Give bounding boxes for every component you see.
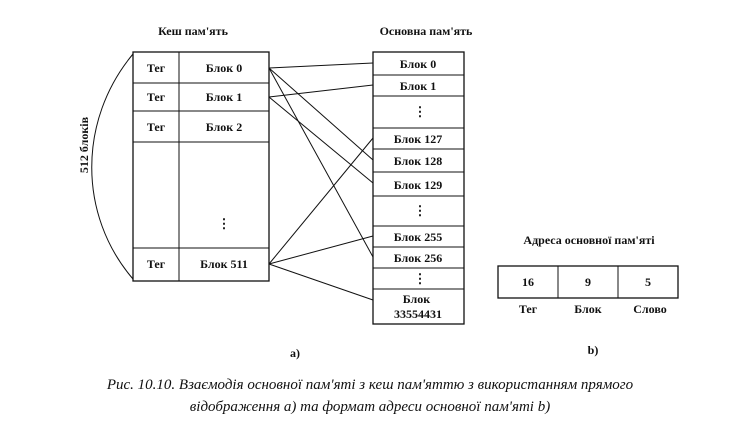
mem-block-127: Блок 127 xyxy=(394,132,442,146)
address-tag-label: Тег xyxy=(519,302,538,316)
main-memory: Основна пам'ять Блок 0 Блок 1 ⋮ Блок 127… xyxy=(372,24,473,325)
cache-block-2: Блок 2 xyxy=(206,120,242,134)
mem-ellipsis-2: ⋮ xyxy=(414,203,427,218)
panel-label-b: b) xyxy=(588,343,599,357)
mapping-lines xyxy=(268,62,374,301)
cache-memory: Кеш пам'ять Тег Блок 0 Тег Блок 1 Тег Бл… xyxy=(77,24,270,282)
main-memory-title: Основна пам'ять xyxy=(380,24,473,38)
cache-ellipsis: ⋮ xyxy=(218,216,231,231)
cache-block-0: Блок 0 xyxy=(206,61,242,75)
address-word-bits: 5 xyxy=(645,275,651,289)
address-block-bits: 9 xyxy=(585,275,591,289)
main-memory-outline xyxy=(372,51,465,325)
panel-label-a: а) xyxy=(290,346,300,360)
cache-tag-511: Тег xyxy=(147,257,166,271)
cache-tag-0: Тег xyxy=(147,61,166,75)
mem-block-last-word: Блок xyxy=(403,292,431,306)
mem-block-1: Блок 1 xyxy=(400,79,436,93)
address-outline xyxy=(497,265,679,299)
cache-block-511: Блок 511 xyxy=(200,257,248,271)
address-block-label: Блок xyxy=(574,302,602,316)
mem-block-129: Блок 129 xyxy=(394,178,442,192)
mem-block-last: Блок 33554431 xyxy=(394,292,442,321)
mem-ellipsis-3: ⋮ xyxy=(414,271,427,286)
cache-tag-1: Тег xyxy=(147,90,166,104)
caption-line-2: відображення а) та формат адреси основно… xyxy=(190,399,550,415)
cache-size-arc xyxy=(91,53,134,280)
mem-block-last-number: 33554431 xyxy=(394,307,442,321)
address-tag-bits: 16 xyxy=(522,275,534,289)
cache-size-label: 512 блоків xyxy=(77,116,91,173)
address-title: Адреса основної пам'яті xyxy=(523,233,655,247)
address-format: Адреса основної пам'яті 16 9 5 Тег Блок … xyxy=(497,233,679,316)
caption-line-1: Рис. 10.10. Взаємодія основної пам'яті з… xyxy=(106,377,634,393)
mem-block-0: Блок 0 xyxy=(400,57,436,71)
cache-tag-2: Тег xyxy=(147,120,166,134)
address-word-label: Слово xyxy=(633,302,667,316)
mem-block-255: Блок 255 xyxy=(394,230,442,244)
cache-outline xyxy=(132,51,270,282)
mem-block-256: Блок 256 xyxy=(394,251,442,265)
cache-block-1: Блок 1 xyxy=(206,90,242,104)
mem-ellipsis-1: ⋮ xyxy=(414,104,427,119)
mem-block-128: Блок 128 xyxy=(394,154,442,168)
cache-title: Кеш пам'ять xyxy=(158,24,229,38)
